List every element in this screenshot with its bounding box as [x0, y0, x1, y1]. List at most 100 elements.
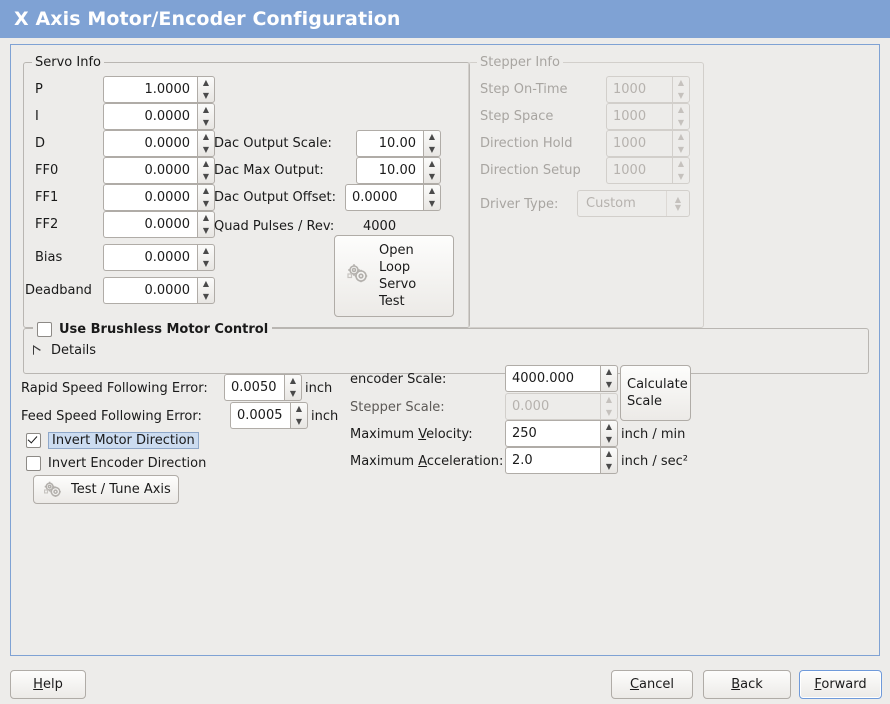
checkbox-box[interactable] — [37, 322, 52, 337]
encoder-scale-spinner[interactable]: ▲▼ — [600, 365, 618, 392]
servo-input-ff1-spinner[interactable]: ▲▼ — [197, 184, 215, 211]
spin-down-icon[interactable]: ▼ — [202, 144, 210, 154]
servo-input-deadband-spinner[interactable]: ▲▼ — [197, 277, 215, 304]
dac-max-output-value[interactable]: 10.00 — [356, 157, 423, 184]
spin-up-icon[interactable]: ▲ — [428, 159, 436, 169]
open-loop-servo-test-button[interactable]: Open Loop Servo Test — [334, 235, 454, 317]
spin-up-icon[interactable]: ▲ — [428, 186, 436, 196]
spin-up-icon[interactable]: ▲ — [202, 78, 210, 88]
servo-input-d-value[interactable]: 0.0000 — [103, 130, 197, 157]
dac-max-output-input[interactable]: 10.00 ▲▼ — [356, 157, 441, 184]
maximum-velocity-spinner[interactable]: ▲▼ — [600, 420, 618, 447]
maximum-acceleration-spinner[interactable]: ▲▼ — [600, 447, 618, 474]
feed-speed-following-error-value[interactable]: 0.0005 — [230, 402, 290, 429]
maximum-velocity-input[interactable]: 250 ▲▼ — [505, 420, 618, 447]
spin-down-icon[interactable]: ▼ — [428, 198, 436, 208]
spin-down-icon[interactable]: ▼ — [289, 388, 297, 398]
forward-button[interactable]: Forward — [799, 670, 882, 699]
servo-input-d-spinner[interactable]: ▲▼ — [197, 130, 215, 157]
back-button[interactable]: Back — [703, 670, 791, 699]
servo-input-ff0-value[interactable]: 0.0000 — [103, 157, 197, 184]
spin-down-icon[interactable]: ▼ — [428, 171, 436, 181]
servo-input-ff1-value[interactable]: 0.0000 — [103, 184, 197, 211]
chevron-right-icon[interactable] — [33, 345, 42, 356]
use-brushless-motor-control-checkbox[interactable]: Use Brushless Motor Control — [33, 322, 273, 337]
checkbox-box[interactable] — [26, 456, 41, 471]
spin-down-icon[interactable]: ▼ — [428, 144, 436, 154]
servo-input-deadband-value[interactable]: 0.0000 — [103, 277, 197, 304]
driver-type-label: Driver Type: — [480, 197, 559, 212]
servo-input-ff1[interactable]: 0.0000 ▲▼ — [103, 184, 215, 211]
spin-up-icon: ▲ — [677, 105, 685, 115]
feed-speed-following-error-spinner[interactable]: ▲▼ — [290, 402, 308, 429]
rapid-speed-following-error-input[interactable]: 0.0050 ▲▼ — [224, 374, 302, 401]
spin-up-icon[interactable]: ▲ — [605, 449, 613, 459]
spin-down-icon[interactable]: ▼ — [605, 461, 613, 471]
checkbox-box[interactable] — [26, 433, 41, 448]
spin-down-icon[interactable]: ▼ — [202, 258, 210, 268]
spin-down-icon[interactable]: ▼ — [605, 379, 613, 389]
dac-output-scale-input[interactable]: 10.00 ▲▼ — [356, 130, 441, 157]
maximum-velocity-value[interactable]: 250 — [505, 420, 600, 447]
spin-up-icon[interactable]: ▲ — [605, 367, 613, 377]
dac-output-offset-spinner[interactable]: ▲▼ — [423, 184, 441, 211]
servo-input-i-spinner[interactable]: ▲▼ — [197, 103, 215, 130]
spin-up-icon[interactable]: ▲ — [428, 132, 436, 142]
dac-output-offset-value[interactable]: 0.0000 — [345, 184, 423, 211]
calculate-scale-button[interactable]: Calculate Scale — [620, 365, 691, 421]
dac-output-scale-spinner[interactable]: ▲▼ — [423, 130, 441, 157]
encoder-scale-value[interactable]: 4000.000 — [505, 365, 600, 392]
spin-up-icon[interactable]: ▲ — [202, 159, 210, 169]
cancel-button[interactable]: Cancel — [611, 670, 693, 699]
servo-input-bias-spinner[interactable]: ▲▼ — [197, 244, 215, 271]
spin-down-icon[interactable]: ▼ — [295, 416, 303, 426]
spin-down-icon[interactable]: ▼ — [202, 171, 210, 181]
servo-input-ff2-value[interactable]: 0.0000 — [103, 211, 197, 238]
dac-max-output-spinner[interactable]: ▲▼ — [423, 157, 441, 184]
rapid-speed-following-error-value[interactable]: 0.0050 — [224, 374, 284, 401]
invert-encoder-direction-checkbox[interactable]: Invert Encoder Direction — [26, 456, 206, 471]
servo-input-p[interactable]: 1.0000 ▲▼ — [103, 76, 215, 103]
test-tune-axis-button[interactable]: Test / Tune Axis — [33, 475, 179, 504]
servo-input-d[interactable]: 0.0000 ▲▼ — [103, 130, 215, 157]
servo-input-ff2-spinner[interactable]: ▲▼ — [197, 211, 215, 238]
servo-input-i-value[interactable]: 0.0000 — [103, 103, 197, 130]
servo-input-bias[interactable]: 0.0000 ▲▼ — [103, 244, 215, 271]
brushless-details-expander[interactable]: Details — [33, 343, 96, 358]
spin-up-icon[interactable]: ▲ — [202, 279, 210, 289]
maximum-acceleration-value[interactable]: 2.0 — [505, 447, 600, 474]
servo-input-deadband[interactable]: 0.0000 ▲▼ — [103, 277, 215, 304]
help-button[interactable]: Help — [10, 670, 86, 699]
maximum-acceleration-input[interactable]: 2.0 ▲▼ — [505, 447, 618, 474]
spin-up-icon[interactable]: ▲ — [202, 105, 210, 115]
servo-input-i[interactable]: 0.0000 ▲▼ — [103, 103, 215, 130]
servo-input-bias-value[interactable]: 0.0000 — [103, 244, 197, 271]
servo-input-p-value[interactable]: 1.0000 — [103, 76, 197, 103]
servo-label-ff2: FF2 — [35, 217, 59, 232]
spin-down-icon[interactable]: ▼ — [202, 90, 210, 100]
spin-down-icon: ▼ — [677, 117, 685, 127]
spin-down-icon[interactable]: ▼ — [202, 225, 210, 235]
spin-down-icon[interactable]: ▼ — [202, 198, 210, 208]
dac-output-scale-value[interactable]: 10.00 — [356, 130, 423, 157]
dac-output-offset-input[interactable]: 0.0000 ▲▼ — [345, 184, 441, 211]
spin-down-icon[interactable]: ▼ — [605, 434, 613, 444]
feed-speed-following-error-input[interactable]: 0.0005 ▲▼ — [230, 402, 308, 429]
spin-up-icon[interactable]: ▲ — [202, 132, 210, 142]
spin-up-icon[interactable]: ▲ — [202, 246, 210, 256]
rapid-speed-following-error-spinner[interactable]: ▲▼ — [284, 374, 302, 401]
servo-input-ff0-spinner[interactable]: ▲▼ — [197, 157, 215, 184]
servo-input-ff0[interactable]: 0.0000 ▲▼ — [103, 157, 215, 184]
servo-input-p-spinner[interactable]: ▲▼ — [197, 76, 215, 103]
servo-input-ff2[interactable]: 0.0000 ▲▼ — [103, 211, 215, 238]
spin-up-icon[interactable]: ▲ — [202, 186, 210, 196]
encoder-scale-input[interactable]: 4000.000 ▲▼ — [505, 365, 618, 392]
spin-up-icon[interactable]: ▲ — [605, 422, 613, 432]
spin-up-icon[interactable]: ▲ — [289, 376, 297, 386]
spin-down-icon: ▼ — [677, 90, 685, 100]
spin-down-icon[interactable]: ▼ — [202, 117, 210, 127]
spin-up-icon[interactable]: ▲ — [202, 213, 210, 223]
spin-down-icon[interactable]: ▼ — [202, 291, 210, 301]
invert-motor-direction-checkbox[interactable]: Invert Motor Direction — [26, 432, 199, 449]
spin-up-icon[interactable]: ▲ — [295, 404, 303, 414]
